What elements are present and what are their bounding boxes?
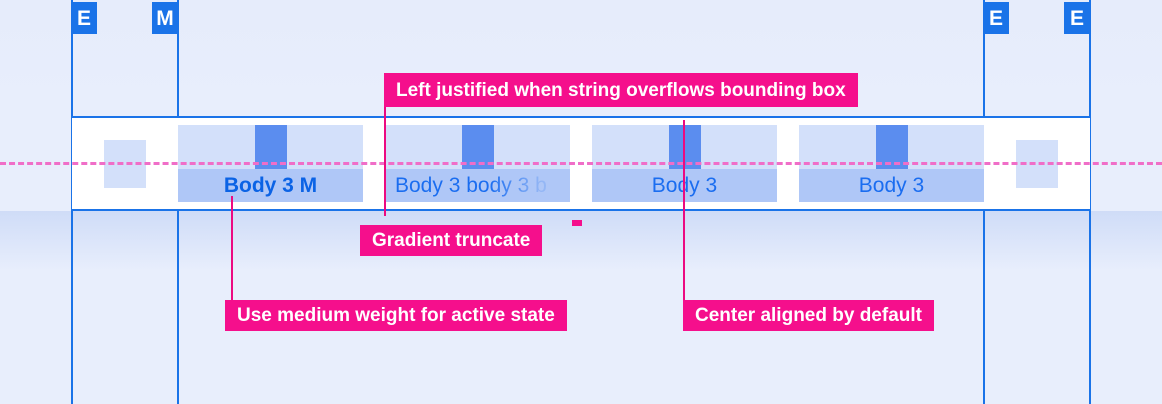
- tab-label-slot: Body 3: [799, 169, 984, 202]
- badge-e-right-inner: E: [983, 2, 1009, 34]
- tab-label-slot: Body 3 body 3 b: [385, 169, 570, 202]
- tab-glyph-icon: [254, 125, 287, 169]
- annotation-medium-weight: Use medium weight for active state: [225, 300, 567, 331]
- badge-m-left-inner: M: [152, 2, 178, 34]
- tab-label-text: Body 3 M: [223, 173, 318, 197]
- tab-icon-slot: [799, 125, 984, 169]
- tab-icon-slot: [178, 125, 363, 169]
- tab-icon-slot: [385, 125, 570, 169]
- tab-active[interactable]: Body 3 M: [178, 118, 363, 209]
- annotation-left-justified: Left justified when string overflows bou…: [384, 73, 858, 107]
- connector-left-justified: [384, 100, 386, 216]
- vertical-center-guideline: [0, 162, 1162, 165]
- tab-label-slot: Body 3 M: [178, 169, 363, 202]
- tab-label-text: Body 3: [858, 173, 925, 197]
- tab-glyph-icon: [461, 125, 494, 169]
- badge-e-right-outer: E: [1064, 2, 1090, 34]
- connector-medium-weight: [231, 196, 233, 300]
- badge-e-left-outer: E: [71, 2, 97, 34]
- connector-center-aligned: [683, 120, 685, 300]
- annotation-center-aligned: Center aligned by default: [683, 300, 934, 331]
- tab-overflow[interactable]: Body 3 body 3 b: [385, 118, 570, 209]
- annotation-gradient-truncate-notch: [572, 220, 582, 226]
- tab-glyph-icon: [875, 125, 908, 169]
- tab-default-2[interactable]: Body 3: [799, 118, 984, 209]
- canvas-bottom-band: [0, 211, 1162, 404]
- annotation-gradient-truncate: Gradient truncate: [360, 225, 543, 256]
- tab-label-text: Body 3 body 3 b: [395, 169, 547, 202]
- guide-line-outer-right: [1089, 0, 1091, 404]
- tab-group: Body 3 M Body 3 body 3 b Body 3: [178, 118, 984, 209]
